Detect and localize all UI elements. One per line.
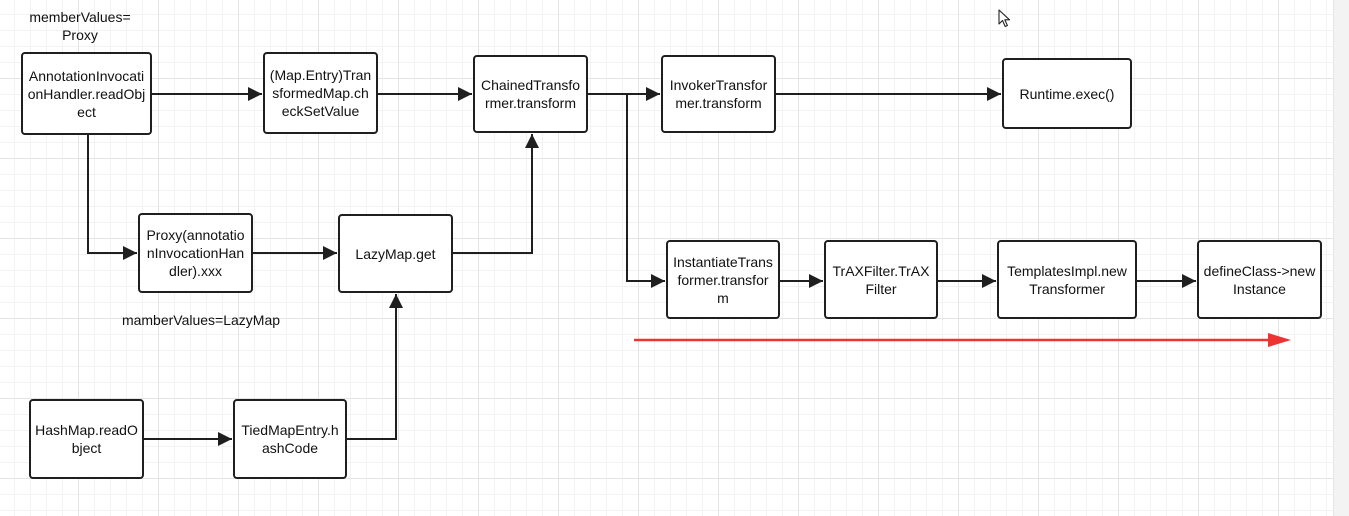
edge-chained-to-instantiate <box>626 94 665 288</box>
member-values-proxy-label-line1: memberValues= <box>29 9 131 25</box>
node-invoker-transform[interactable]: InvokerTransformer.transform <box>661 55 776 133</box>
member-values-lazymap-label: mamberValues=LazyMap <box>121 312 281 328</box>
member-values-proxy-label-line2: Proxy <box>62 27 98 43</box>
scrollbar-track[interactable] <box>1333 0 1349 516</box>
node-hashmap-readobject[interactable]: HashMap.readObject <box>29 399 144 479</box>
member-values-proxy-label: memberValues= Proxy <box>20 8 140 44</box>
node-chained-transform[interactable]: ChainedTransformer.transform <box>473 55 588 133</box>
node-annotation-readobject[interactable]: AnnotationInvocationHandler.readObject <box>21 52 152 135</box>
edge-annotation-to-proxy <box>87 135 137 260</box>
node-transformedmap-checksetvalue[interactable]: (Map.Entry)TransformedMap.checkSetValue <box>263 52 378 134</box>
node-tiedmapentry-hashcode[interactable]: TiedMapEntry.hashCode <box>233 399 347 479</box>
highlight-arrow <box>634 333 1291 347</box>
node-traxfilter[interactable]: TrAXFilter.TrAXFilter <box>824 240 938 319</box>
node-proxy-handler[interactable]: Proxy(annotationInvocationHandler).xxx <box>138 213 253 293</box>
node-runtime-exec[interactable]: Runtime.exec() <box>1002 58 1132 129</box>
edge-tiedmapentry-to-lazymap <box>347 294 403 440</box>
mouse-pointer-icon <box>998 9 1011 28</box>
node-lazymap-get[interactable]: LazyMap.get <box>338 214 453 293</box>
edge-lazymap-to-chained <box>453 134 539 254</box>
node-templatesimpl[interactable]: TemplatesImpl.newTransformer <box>997 240 1137 319</box>
node-defineclass[interactable]: defineClass->newInstance <box>1197 240 1322 319</box>
node-instantiate-transform[interactable]: InstantiateTransformer.transform <box>666 240 780 319</box>
